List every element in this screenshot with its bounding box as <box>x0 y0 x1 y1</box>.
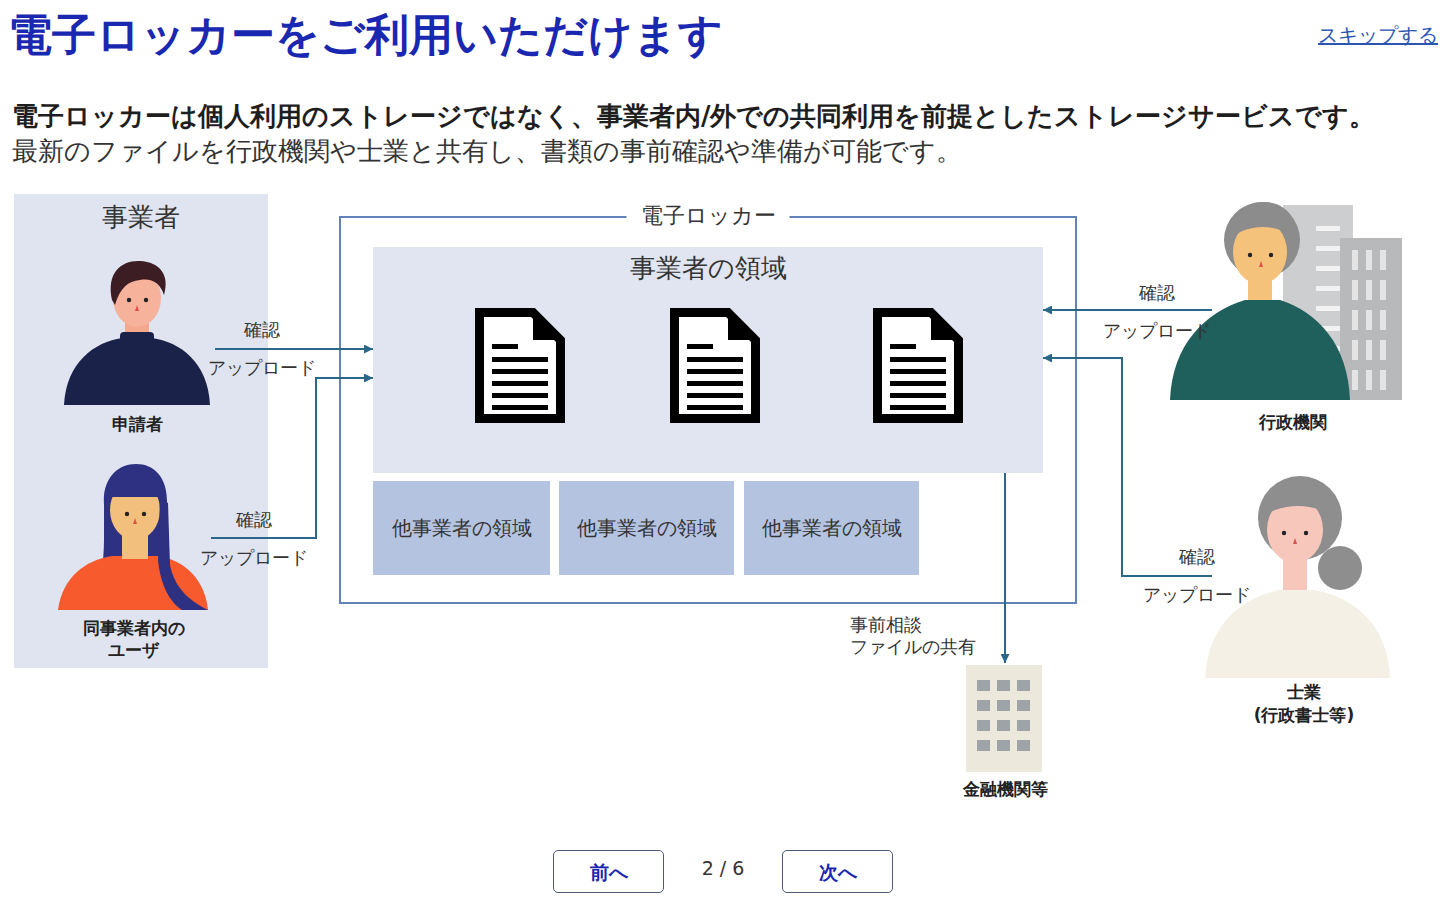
hair <box>1224 202 1300 278</box>
neck <box>122 533 148 559</box>
hair <box>158 498 208 610</box>
eye <box>1269 253 1273 257</box>
person-figure: 士業 (行政書士等) <box>1212 470 1396 732</box>
node-label: 他事業者の領域 <box>392 515 532 541</box>
agency-figure <box>1170 202 1402 400</box>
storage-area: 他事業者の領域 <box>373 481 550 575</box>
body <box>64 338 210 405</box>
connector-arrow <box>211 378 373 538</box>
eye <box>125 512 129 516</box>
node-label: 金融機関等 <box>950 778 1060 800</box>
storage-area: 事業者の領域 <box>373 247 1043 473</box>
node-label: 他事業者の領域 <box>762 515 902 541</box>
node-label: 士業 (行政書士等) <box>1244 681 1364 727</box>
storage-area: 他事業者の領域 <box>744 481 919 575</box>
node-label: 行政機関 <box>1228 411 1358 433</box>
page-counter: 2 / 6 <box>693 855 753 881</box>
nose <box>135 305 139 311</box>
neck <box>1248 276 1272 304</box>
bank-building <box>966 665 1042 772</box>
eye <box>144 298 148 302</box>
face <box>113 269 161 327</box>
group-band: 事業者申請者同事業者内の ユーザ <box>14 194 268 668</box>
edge-label: 確認 アップロード <box>1095 274 1219 350</box>
eye <box>1248 253 1252 257</box>
locker-frame: 電子ロッカー事業者の領域他事業者の領域他事業者の領域他事業者の領域 <box>339 216 1077 604</box>
building-windows <box>1316 226 1342 396</box>
building <box>966 665 1042 772</box>
node-label: 次へ <box>819 860 857 884</box>
skip-link: スキップする <box>1318 22 1438 48</box>
user-figure <box>58 464 208 610</box>
nav-button: 前へ <box>553 850 664 893</box>
connector-arrow <box>1043 358 1212 576</box>
hair <box>1262 478 1338 525</box>
eye <box>1304 531 1308 535</box>
document-icon <box>878 313 959 419</box>
hair-bun <box>1318 546 1362 590</box>
person-figure: 同事業者内の ユーザ <box>56 460 211 660</box>
neck <box>1283 555 1307 591</box>
nose <box>1259 261 1263 267</box>
bangs <box>110 466 161 497</box>
node-label: 前へ <box>590 860 628 884</box>
face <box>110 480 160 540</box>
person-figure: 申請者 <box>60 254 215 437</box>
document-icon <box>675 313 756 419</box>
edge-label: 事前相談 ファイルの共有 <box>850 614 990 658</box>
collar <box>120 332 154 344</box>
edge-label: 確認 アップロード <box>1135 538 1259 614</box>
hair <box>96 464 208 610</box>
intro-text: 最新のファイルを行政機関や士業と共有し、書類の事前確認や準備が可能です。 <box>12 134 962 168</box>
building <box>1340 238 1402 400</box>
connector-arrow <box>1004 473 1006 663</box>
node-label: 事業者の領域 <box>373 247 1043 283</box>
body <box>1170 300 1350 400</box>
node-label: 同事業者内の ユーザ <box>69 617 199 661</box>
hair <box>1258 476 1342 560</box>
hair <box>1226 202 1298 245</box>
nose <box>133 518 137 524</box>
nav-button: 次へ <box>782 850 893 893</box>
building <box>1283 205 1353 400</box>
face <box>1267 497 1323 563</box>
document-icon <box>480 313 561 419</box>
eye <box>1282 531 1286 535</box>
building-windows <box>1352 250 1394 390</box>
building-windows <box>977 680 1037 755</box>
node-label: 他事業者の領域 <box>577 515 717 541</box>
connector-arrow <box>215 348 373 350</box>
node-label: 事業者 <box>14 194 268 232</box>
storage-area: 他事業者の領域 <box>559 481 734 575</box>
hair <box>111 261 166 305</box>
intro-text: 電子ロッカーは個人利用のストレージではなく、事業者内/外での共同利用を前提とした… <box>12 99 1376 133</box>
eye <box>142 512 146 516</box>
building-figure: 金融機関等 <box>945 663 1065 803</box>
node-label: 申請者 <box>73 413 203 435</box>
professional-figure <box>1205 476 1390 678</box>
neck <box>125 316 149 344</box>
body <box>58 556 208 610</box>
connector-arrow <box>1043 309 1212 311</box>
applicant-figure <box>64 261 210 405</box>
page-title: 電子ロッカーをご利用いただけます <box>8 8 723 62</box>
eye <box>127 298 131 302</box>
node-label: 電子ロッカー <box>627 203 790 229</box>
person-figure: 行政機関 <box>1212 200 1374 435</box>
nose <box>1293 538 1297 544</box>
face <box>1233 220 1287 284</box>
connector-group <box>211 310 1212 663</box>
body <box>1205 590 1390 678</box>
